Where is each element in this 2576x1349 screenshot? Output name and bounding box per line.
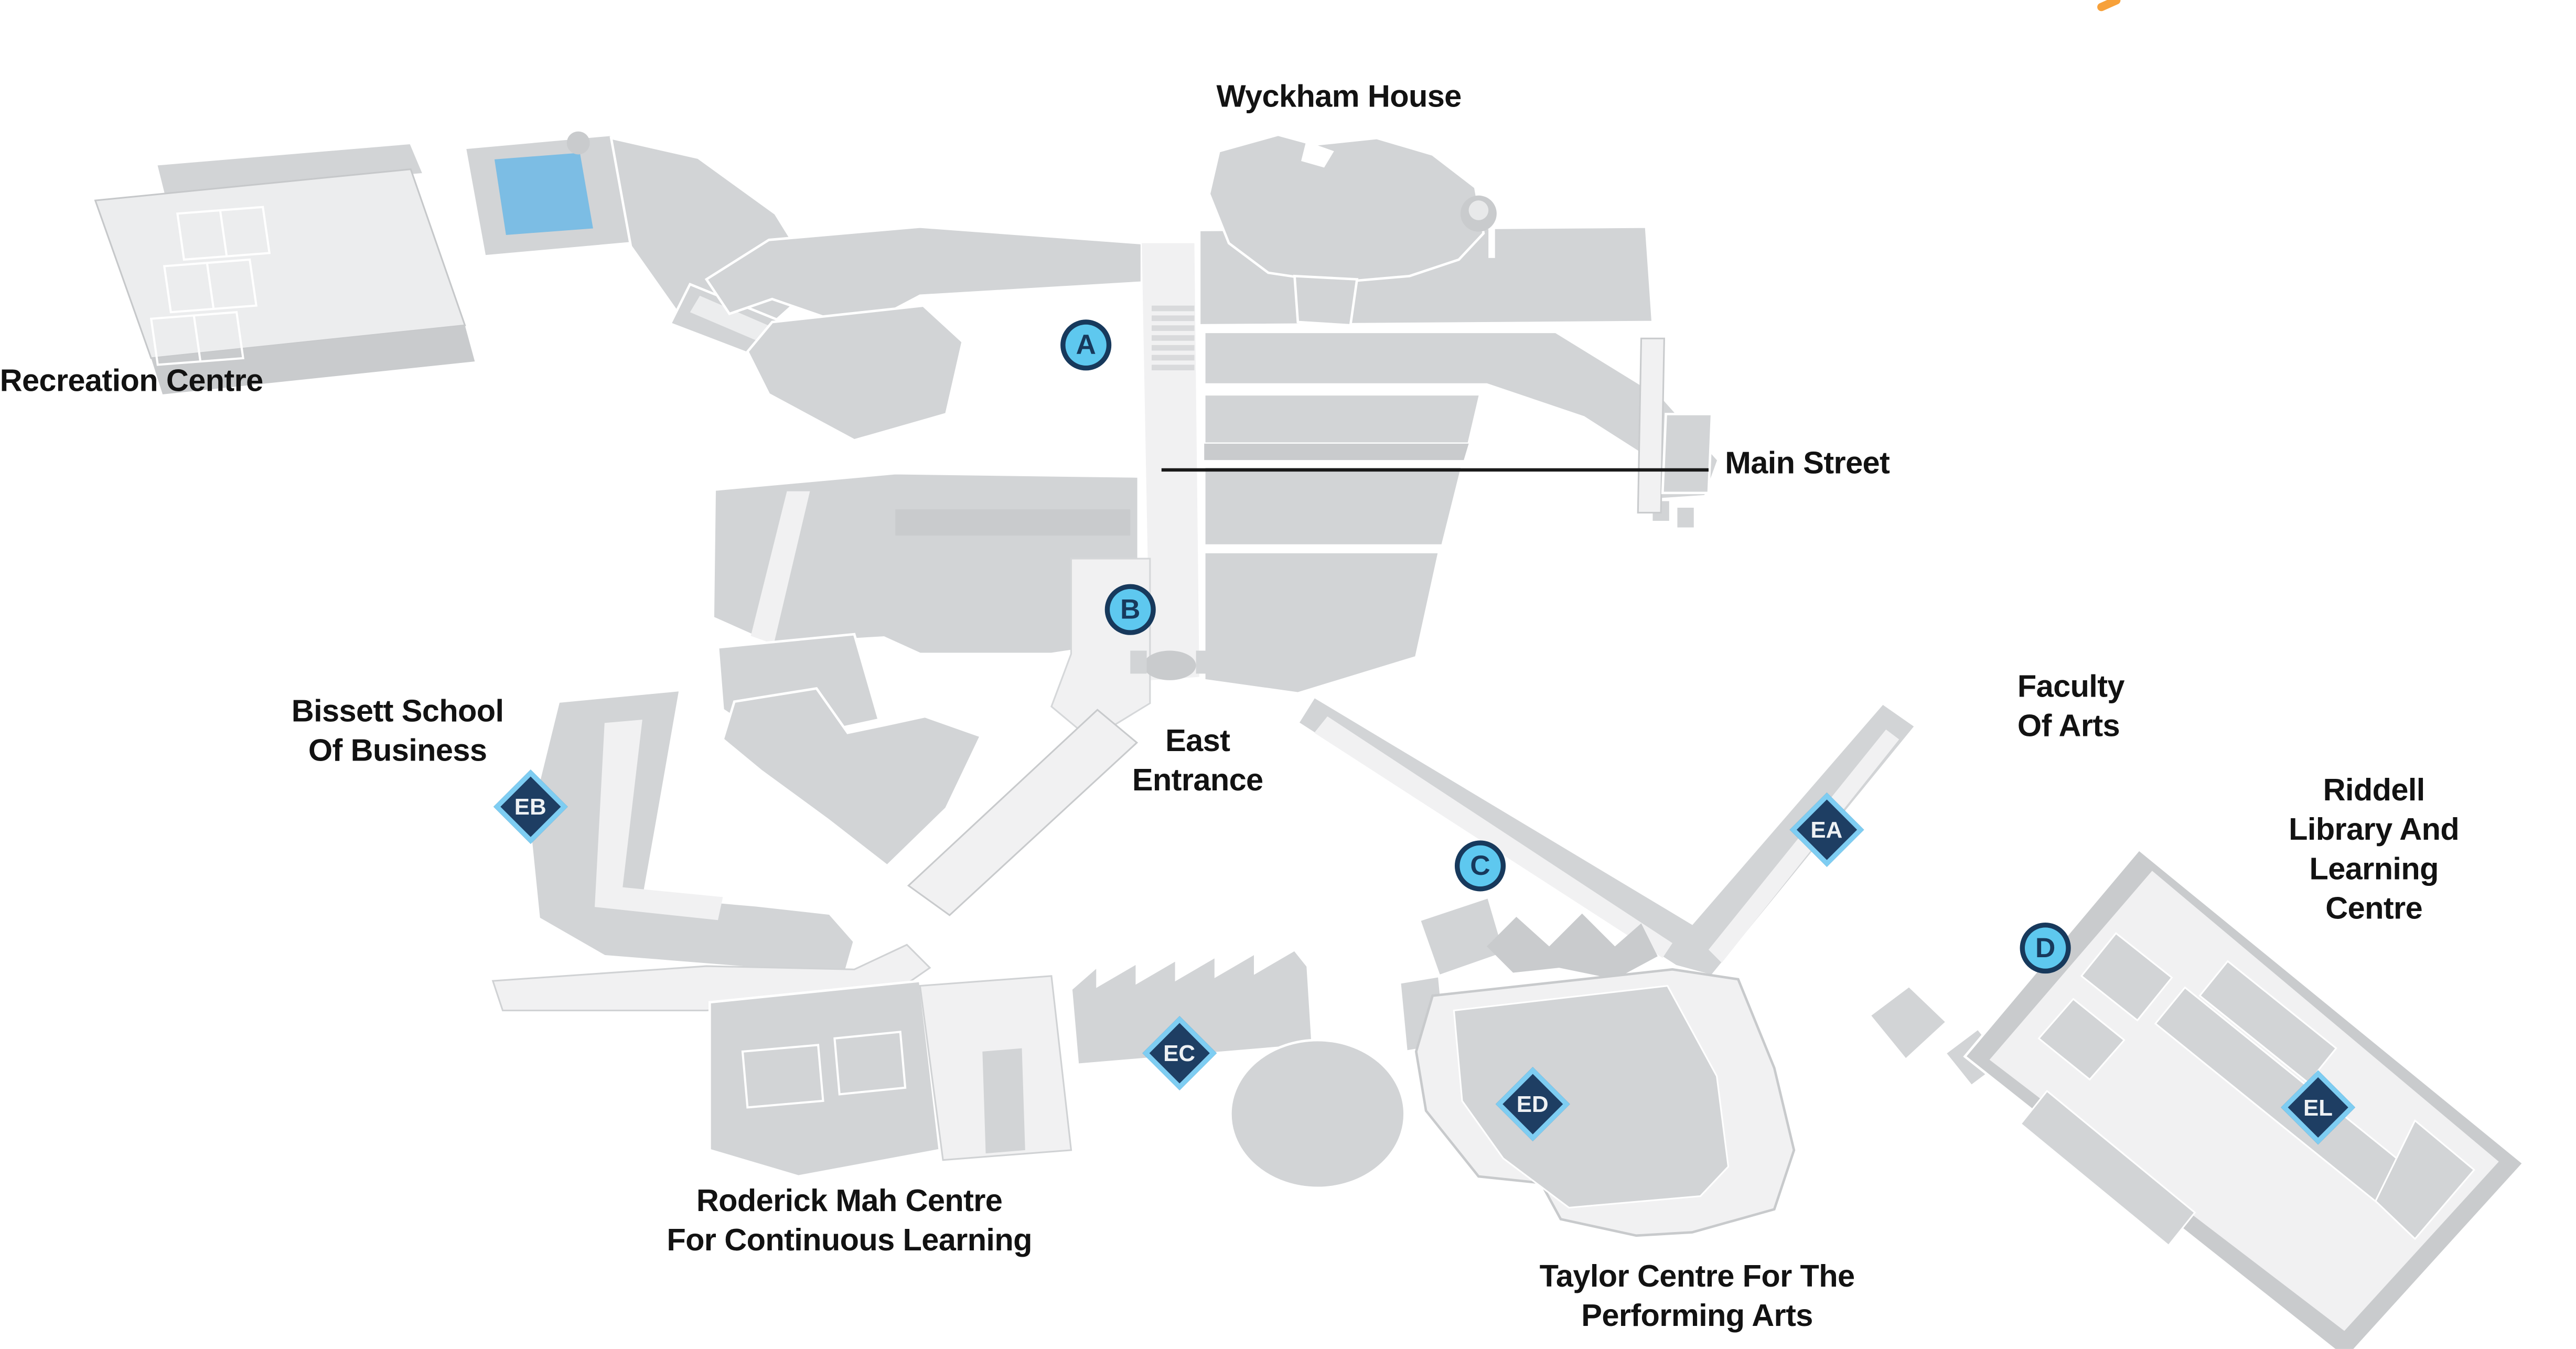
label-wyckham-house: Wyckham House — [1216, 80, 1462, 115]
entrance-marker-d[interactable]: D — [2020, 922, 2071, 974]
label-main-street: Main Street — [1725, 447, 1890, 481]
label-riddell-library: Riddell Library And Learning Centre — [2289, 774, 2460, 927]
building-roderick-mah — [708, 895, 1507, 1190]
round-hall — [1229, 1038, 1406, 1190]
label-taylor-centre: Taylor Centre For The Performing Arts — [1539, 1260, 1855, 1334]
entrance-marker-a[interactable]: A — [1060, 319, 1112, 371]
building-taylor-centre — [1414, 913, 2006, 1237]
entrance-marker-c[interactable]: C — [1454, 840, 1506, 892]
orange-accent-mark — [2097, 0, 2121, 12]
label-bissett-school: Bissett School Of Business — [291, 695, 504, 769]
rec-tower — [566, 131, 590, 155]
main-street-walkway — [1142, 243, 1199, 680]
swimming-pool — [494, 153, 593, 235]
entrance-marker-b[interactable]: B — [1104, 584, 1156, 635]
basketball-courts — [149, 206, 271, 366]
building-riddell-library — [1963, 848, 2526, 1349]
label-roderick-mah: Roderick Mah Centre For Continuous Learn… — [667, 1184, 1032, 1259]
east-entrance-canopy — [1143, 650, 1196, 680]
building-central-east — [1198, 225, 1720, 695]
label-east-entrance: East Entrance — [1132, 724, 1263, 799]
stairs — [1151, 305, 1195, 371]
label-faculty-of-arts: Faculty Of Arts — [2017, 670, 2125, 745]
east-entrance-corridor — [907, 709, 1139, 916]
building-wyckham-house — [1208, 133, 1497, 327]
sawtooth-roof — [1070, 948, 1314, 1066]
label-recreation-centre: Recreation Centre — [0, 365, 263, 400]
building-central-west — [704, 225, 1143, 744]
